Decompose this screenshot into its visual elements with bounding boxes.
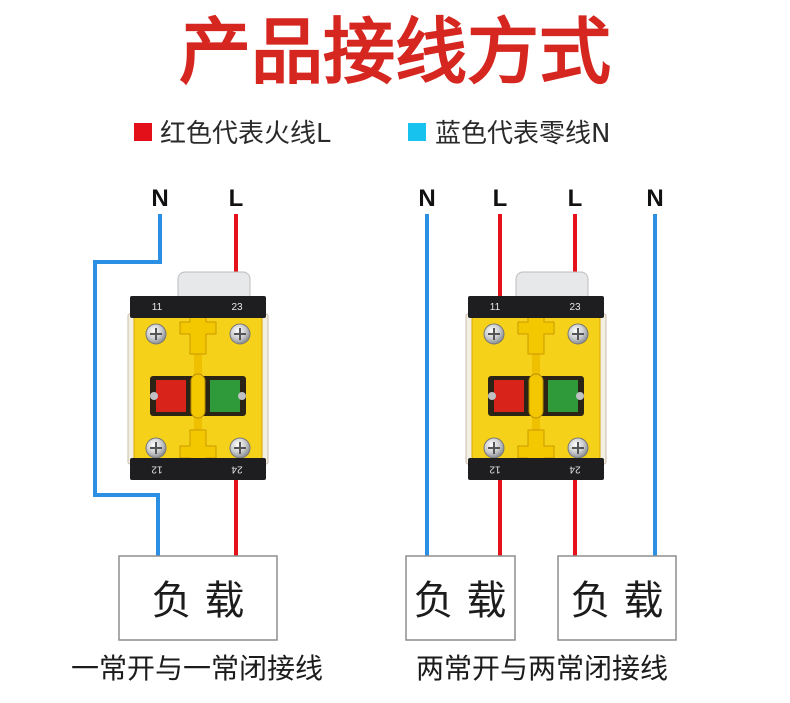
contact-block: 11 23 12 24 [127, 271, 269, 480]
contact-green [548, 380, 578, 412]
load-box [405, 555, 516, 641]
screw-bottom-left [145, 437, 167, 459]
top-terminal-strip [468, 296, 604, 318]
terminal-label-11: 11 [152, 302, 163, 313]
diagram-caption: 两常开与两常闭接线 [416, 652, 668, 685]
terminal-label-12: 12 [489, 464, 501, 475]
wire-label-live: L [493, 185, 508, 212]
diagram-caption: 一常开与一常闭接线 [71, 652, 323, 685]
diagram-one: N L [71, 185, 323, 685]
contact-actuator [528, 373, 544, 419]
screw-bottom-right [567, 437, 589, 459]
contact-rivet-left [488, 392, 496, 400]
terminal-label-24: 24 [569, 464, 581, 475]
wire-label-neutral: N [646, 185, 663, 212]
neutral-wire [93, 214, 162, 556]
screw-top-left [483, 323, 505, 345]
contact-rivet-right [238, 392, 246, 400]
live-legend-label: 红色代表火线L [160, 119, 331, 149]
screw-top-right [567, 323, 589, 345]
top-cross-clip [179, 307, 217, 355]
load-label: 负 载 [571, 578, 664, 624]
terminal-label-23: 23 [569, 302, 581, 313]
terminal-label-11: 11 [490, 302, 501, 313]
bottom-terminal-strip [130, 458, 266, 480]
wire-label-neutral: N [151, 185, 168, 212]
terminal-label-24: 24 [231, 464, 243, 475]
diagram-two: N L L N [405, 185, 677, 685]
contact-rivet-right [576, 392, 584, 400]
contact-block: 11 23 12 24 [465, 271, 607, 480]
contact-red [156, 380, 186, 412]
contact-rivet-left [150, 392, 158, 400]
wire-label-live: L [568, 185, 583, 212]
load-label: 负 载 [152, 578, 245, 624]
load-label: 负 载 [414, 578, 507, 624]
bottom-terminal-strip [468, 458, 604, 480]
screw-top-right [229, 323, 251, 345]
top-terminal-strip [130, 296, 266, 318]
terminal-label-23: 23 [231, 302, 243, 313]
load-box [118, 555, 278, 641]
contact-red [494, 380, 524, 412]
wire-label-live: L [229, 185, 244, 212]
top-cross-clip [517, 307, 555, 355]
terminal-label-12: 12 [151, 464, 163, 475]
contact-green [210, 380, 240, 412]
contact-actuator [190, 373, 206, 419]
load-box [557, 555, 677, 641]
neutral-legend-swatch [408, 123, 426, 141]
screw-bottom-right [229, 437, 251, 459]
live-legend-swatch [134, 123, 152, 141]
page-title: 产品接线方式 [179, 10, 611, 94]
neutral-legend-label: 蓝色代表零线N [435, 119, 610, 149]
screw-bottom-left [483, 437, 505, 459]
wire-label-neutral: N [418, 185, 435, 212]
screw-top-left [145, 323, 167, 345]
